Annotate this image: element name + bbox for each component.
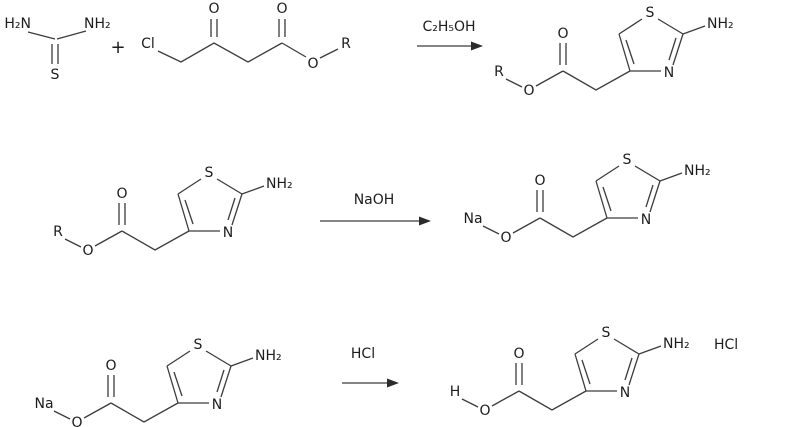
ring-n-label: N — [620, 385, 630, 401]
product-thiazole-sodium-salt-row2: Na O O S N NH₂ — [463, 152, 710, 246]
ester-o-label: O — [523, 83, 534, 99]
reaction-arrow-step3: HCl — [342, 346, 399, 388]
reaction-arrow-step2: NaOH — [320, 192, 431, 226]
bond-skeleton — [505, 18, 706, 91]
carbonyl-o-label: O — [105, 358, 116, 374]
ester-o-label: O — [71, 415, 82, 427]
ring-s-label: S — [205, 165, 214, 181]
ring-s-label: S — [646, 5, 655, 21]
reactant-chloroacetoacetate: Cl O O O R — [141, 1, 351, 72]
carbonyl-o-label: O — [557, 26, 568, 42]
reactant-thiourea: H₂N NH₂ S — [4, 16, 110, 83]
ketone-o-label: O — [208, 1, 219, 17]
reagent-label-step1: C₂H₅OH — [422, 19, 475, 35]
arrow-head-icon — [471, 41, 483, 51]
arrow-head-icon — [387, 378, 399, 388]
amine-label: NH₂ — [266, 176, 293, 192]
ring-n-label: N — [664, 65, 674, 81]
arrow-head-icon — [419, 216, 431, 226]
reaction-arrow-step1: C₂H₅OH — [417, 19, 483, 51]
ring-s-label: S — [623, 152, 632, 168]
hcl-salt-label: HCl — [714, 337, 738, 353]
ring-s-label: S — [194, 337, 203, 353]
ester-o-label: O — [479, 403, 490, 419]
ring-s-label: S — [602, 325, 611, 341]
carbonyl-o-label: O — [276, 1, 287, 17]
substituent-label: Na — [463, 211, 482, 227]
product-thiazole-ester-row1: R O O S N NH₂ — [494, 5, 733, 99]
r-group-label: R — [341, 36, 351, 52]
reactant-thiazole-ester-row2: R O O S N NH₂ — [53, 165, 292, 259]
ring-n-label: N — [212, 397, 222, 413]
thiourea-h2n-label: H₂N — [4, 16, 31, 32]
amine-label: NH₂ — [707, 16, 734, 32]
ester-o-label: O — [82, 243, 93, 259]
substituent-label: R — [53, 224, 63, 240]
ring-n-label: N — [641, 212, 651, 228]
product-thiazole-acid-row3: H O O S N NH₂ — [450, 325, 690, 419]
substituent-label: R — [494, 64, 504, 80]
bond-skeleton — [482, 165, 683, 238]
thiourea-nh2-label: NH₂ — [84, 16, 111, 32]
substituent-label: H — [450, 384, 461, 400]
chloroacetoacetate-bonds — [157, 19, 339, 63]
reagent-label-step3: HCl — [351, 346, 375, 362]
plus-sign: + — [110, 37, 125, 58]
bond-skeleton — [64, 178, 265, 251]
thiourea-bonds — [27, 30, 87, 64]
substituent-label: Na — [34, 396, 53, 412]
ester-o-label: O — [307, 56, 318, 72]
carbonyl-o-label: O — [116, 186, 127, 202]
thiourea-s-label: S — [51, 67, 60, 83]
carbonyl-o-label: O — [513, 346, 524, 362]
carbonyl-o-label: O — [534, 173, 545, 189]
cl-label: Cl — [141, 36, 155, 52]
amine-label: NH₂ — [684, 163, 711, 179]
reagent-label-step2: NaOH — [354, 192, 395, 208]
ring-n-label: N — [223, 225, 233, 241]
bond-skeleton — [461, 338, 662, 411]
amine-label: NH₂ — [663, 336, 690, 352]
reactant-thiazole-sodium-salt-row3: Na O O S N NH₂ — [34, 337, 281, 427]
ester-o-label: O — [500, 230, 511, 246]
bond-skeleton — [53, 350, 254, 423]
amine-label: NH₂ — [255, 348, 282, 364]
